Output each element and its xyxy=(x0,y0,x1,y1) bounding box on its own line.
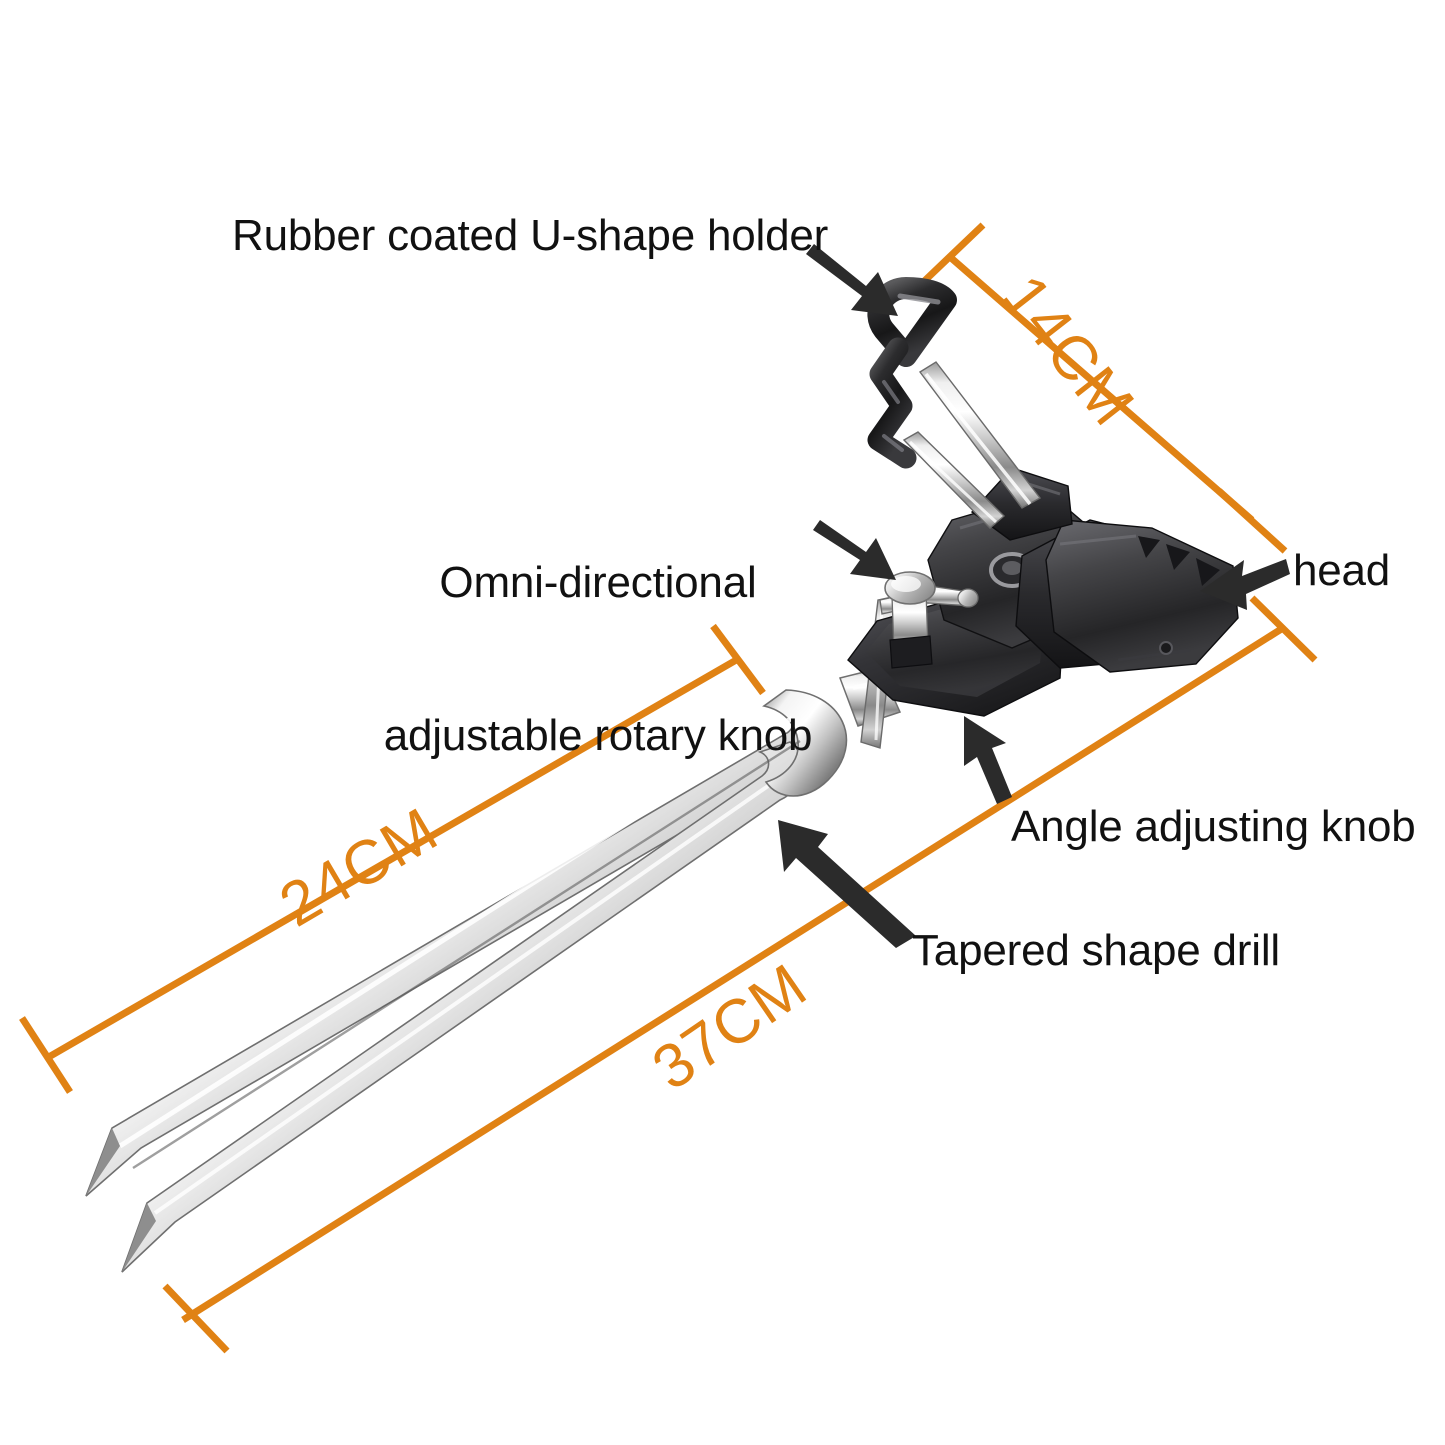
leader-arrows xyxy=(778,244,1290,948)
dimension-24cm xyxy=(19,623,766,1094)
label-rotary-knob: Omni-directional adjustable rotary knob xyxy=(383,455,813,863)
label-rubber-u-holder: Rubber coated U-shape holder xyxy=(232,211,829,260)
rubber-u-holder xyxy=(867,277,957,469)
dimension-37cm xyxy=(162,595,1318,1354)
label-angle-adjusting-knob: Angle adjusting knob xyxy=(1011,802,1416,851)
omni-rotary-knob xyxy=(879,571,979,669)
label-head: head xyxy=(1293,546,1391,595)
leader-arrow-angle-knob xyxy=(964,716,1012,804)
leader-arrow-head xyxy=(1200,559,1290,610)
head-teeth xyxy=(1138,536,1220,586)
clamp-head-wedge xyxy=(1045,519,1239,673)
leader-arrow-u-holder xyxy=(806,244,898,316)
label-rotary-knob-line2: adjustable rotary knob xyxy=(383,711,813,761)
tapered-fork-stake xyxy=(85,689,848,1273)
leader-arrow-tapered-drill xyxy=(778,820,916,948)
dimension-lines xyxy=(19,222,1318,1354)
label-tapered-shape-drill: Tapered shape drill xyxy=(912,926,1280,975)
label-rotary-knob-line1: Omni-directional xyxy=(439,558,757,608)
leader-arrow-rotary-knob xyxy=(813,520,896,580)
dimension-14cm xyxy=(913,222,1288,554)
chrome-support-rod xyxy=(902,361,1042,529)
